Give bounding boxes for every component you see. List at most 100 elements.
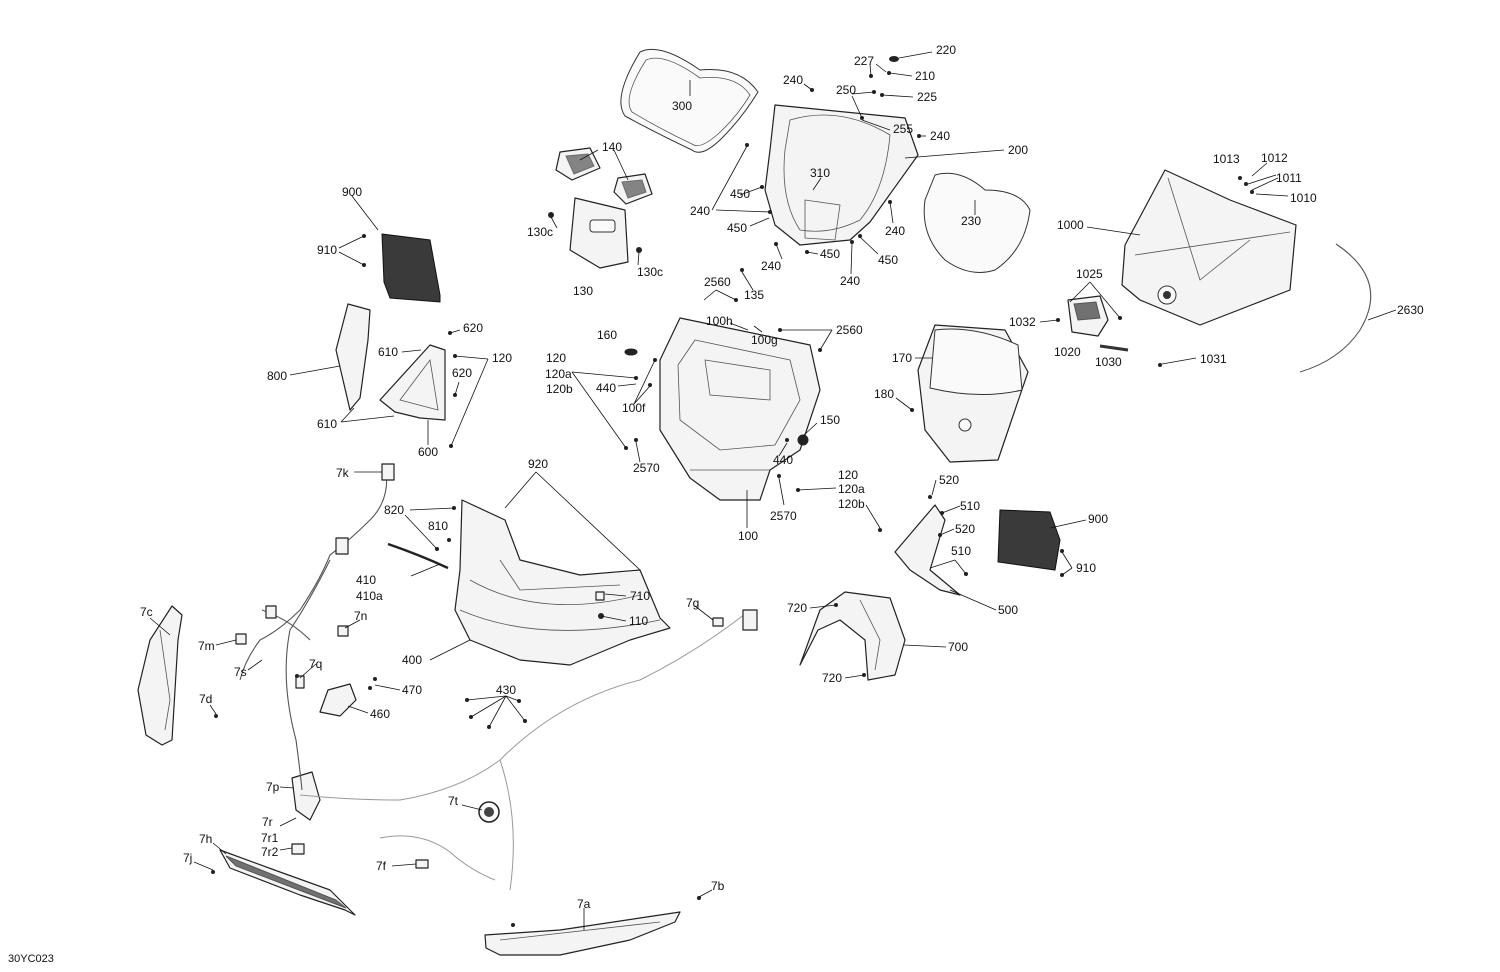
callout-c1012: 1012	[1261, 151, 1288, 165]
frame-200	[764, 104, 919, 246]
clip-460	[319, 683, 357, 717]
callout-c120b_r: 120b	[838, 497, 865, 511]
callout-c440b: 440	[773, 453, 793, 467]
clip-7r2	[291, 843, 305, 855]
callout-c410: 410	[356, 573, 376, 587]
callout-c610a: 610	[378, 345, 398, 359]
callout-c7s: 7s	[234, 665, 247, 679]
callout-c150: 150	[820, 413, 840, 427]
callout-c900b: 900	[1088, 512, 1108, 526]
callout-c7k: 7k	[336, 466, 350, 480]
callout-c120_r: 120	[838, 468, 858, 482]
callout-c1030: 1030	[1095, 355, 1122, 369]
callout-c900a: 900	[342, 185, 362, 199]
callout-c2570b: 2570	[770, 509, 797, 523]
callout-c1025: 1025	[1076, 267, 1103, 281]
callout-c120b_l: 120b	[546, 382, 573, 396]
callout-c7p: 7p	[266, 780, 280, 794]
callout-c100: 100	[738, 529, 758, 543]
callout-c7n: 7n	[354, 609, 367, 623]
callout-c210: 210	[915, 69, 935, 83]
callout-c130: 130	[573, 284, 593, 298]
callout-c110: 110	[629, 614, 648, 628]
callout-c160: 160	[597, 328, 617, 342]
callout-c7r: 7r	[262, 815, 273, 829]
wiring-harness	[239, 469, 751, 891]
fender-700	[799, 591, 906, 681]
callout-c1020: 1020	[1054, 345, 1081, 359]
light-housing-7c	[137, 605, 183, 746]
connector-7k	[381, 463, 395, 481]
callout-c120_l: 120	[546, 351, 566, 365]
seal-ring-300	[620, 48, 759, 153]
side-panel-800	[335, 303, 371, 411]
callout-c7h: 7h	[199, 832, 212, 846]
callout-c225: 225	[917, 90, 937, 104]
hood-1000	[1121, 169, 1297, 326]
callout-c2560a: 2560	[704, 275, 731, 289]
callout-c240b: 240	[930, 129, 950, 143]
callout-c7q: 7q	[309, 657, 322, 671]
callout-c7c: 7c	[140, 605, 153, 619]
plug-7g	[712, 617, 724, 627]
callout-c510b: 510	[951, 544, 971, 558]
callout-c520a: 520	[939, 473, 959, 487]
callout-c700: 700	[948, 640, 968, 654]
main-body-100	[659, 317, 821, 501]
callout-c710: 710	[630, 589, 650, 603]
callout-c7m: 7m	[198, 639, 215, 653]
callout-c7t: 7t	[448, 794, 459, 808]
callout-c120a_lbl: 120	[492, 351, 512, 365]
callout-c600: 600	[418, 445, 438, 459]
callout-c400: 400	[402, 653, 422, 667]
grommet-7t	[478, 801, 500, 823]
callout-c240f: 240	[840, 274, 860, 288]
callout-c720a: 720	[787, 601, 807, 615]
callout-c1013: 1013	[1213, 152, 1240, 166]
callout-c7d: 7d	[199, 692, 212, 706]
seal-230	[923, 172, 1031, 273]
callout-c7r1: 7r1	[261, 831, 279, 845]
connector-7f	[415, 859, 429, 869]
callout-c800: 800	[267, 369, 287, 383]
callout-c2560b: 2560	[836, 323, 863, 337]
callout-c500: 500	[998, 603, 1018, 617]
callout-c230: 230	[961, 214, 981, 228]
callout-c140: 140	[602, 140, 622, 154]
callout-c450a: 450	[730, 187, 750, 201]
connector-7m	[235, 633, 247, 645]
callout-c440a: 440	[596, 381, 616, 395]
callout-c910b: 910	[1076, 561, 1096, 575]
callout-c240e: 240	[761, 259, 781, 273]
callout-c300: 300	[672, 99, 692, 113]
callout-c450c: 450	[820, 247, 840, 261]
callout-c250: 250	[836, 83, 856, 97]
callout-c7b: 7b	[711, 879, 725, 893]
callout-c310: 310	[810, 166, 830, 180]
plug-7s	[265, 605, 277, 619]
callout-c820: 820	[384, 503, 404, 517]
connector-7q	[295, 675, 305, 689]
rod-1030	[1099, 344, 1129, 352]
callout-c910a: 910	[317, 243, 337, 257]
callout-c470: 470	[402, 683, 422, 697]
connector-7n	[337, 625, 349, 637]
callout-c255: 255	[893, 122, 913, 136]
front-fascia-400	[454, 499, 671, 666]
callout-c430: 430	[496, 683, 516, 697]
lower-light-7a	[484, 911, 681, 956]
callout-c1000: 1000	[1057, 218, 1084, 232]
callout-c620a: 620	[463, 321, 483, 335]
callout-c510a: 510	[960, 499, 980, 513]
connector-7g	[742, 609, 758, 631]
mesh-grille-900-left	[381, 233, 441, 303]
callout-c720b: 720	[822, 671, 842, 685]
callout-c240c: 240	[690, 204, 710, 218]
connector-710	[595, 591, 605, 601]
callout-c7g: 7g	[686, 596, 699, 610]
document-id: 30YC023	[8, 953, 54, 965]
callout-c120a_l: 120a	[545, 367, 572, 381]
callout-c220: 220	[936, 43, 956, 57]
callout-c460: 460	[370, 707, 390, 721]
